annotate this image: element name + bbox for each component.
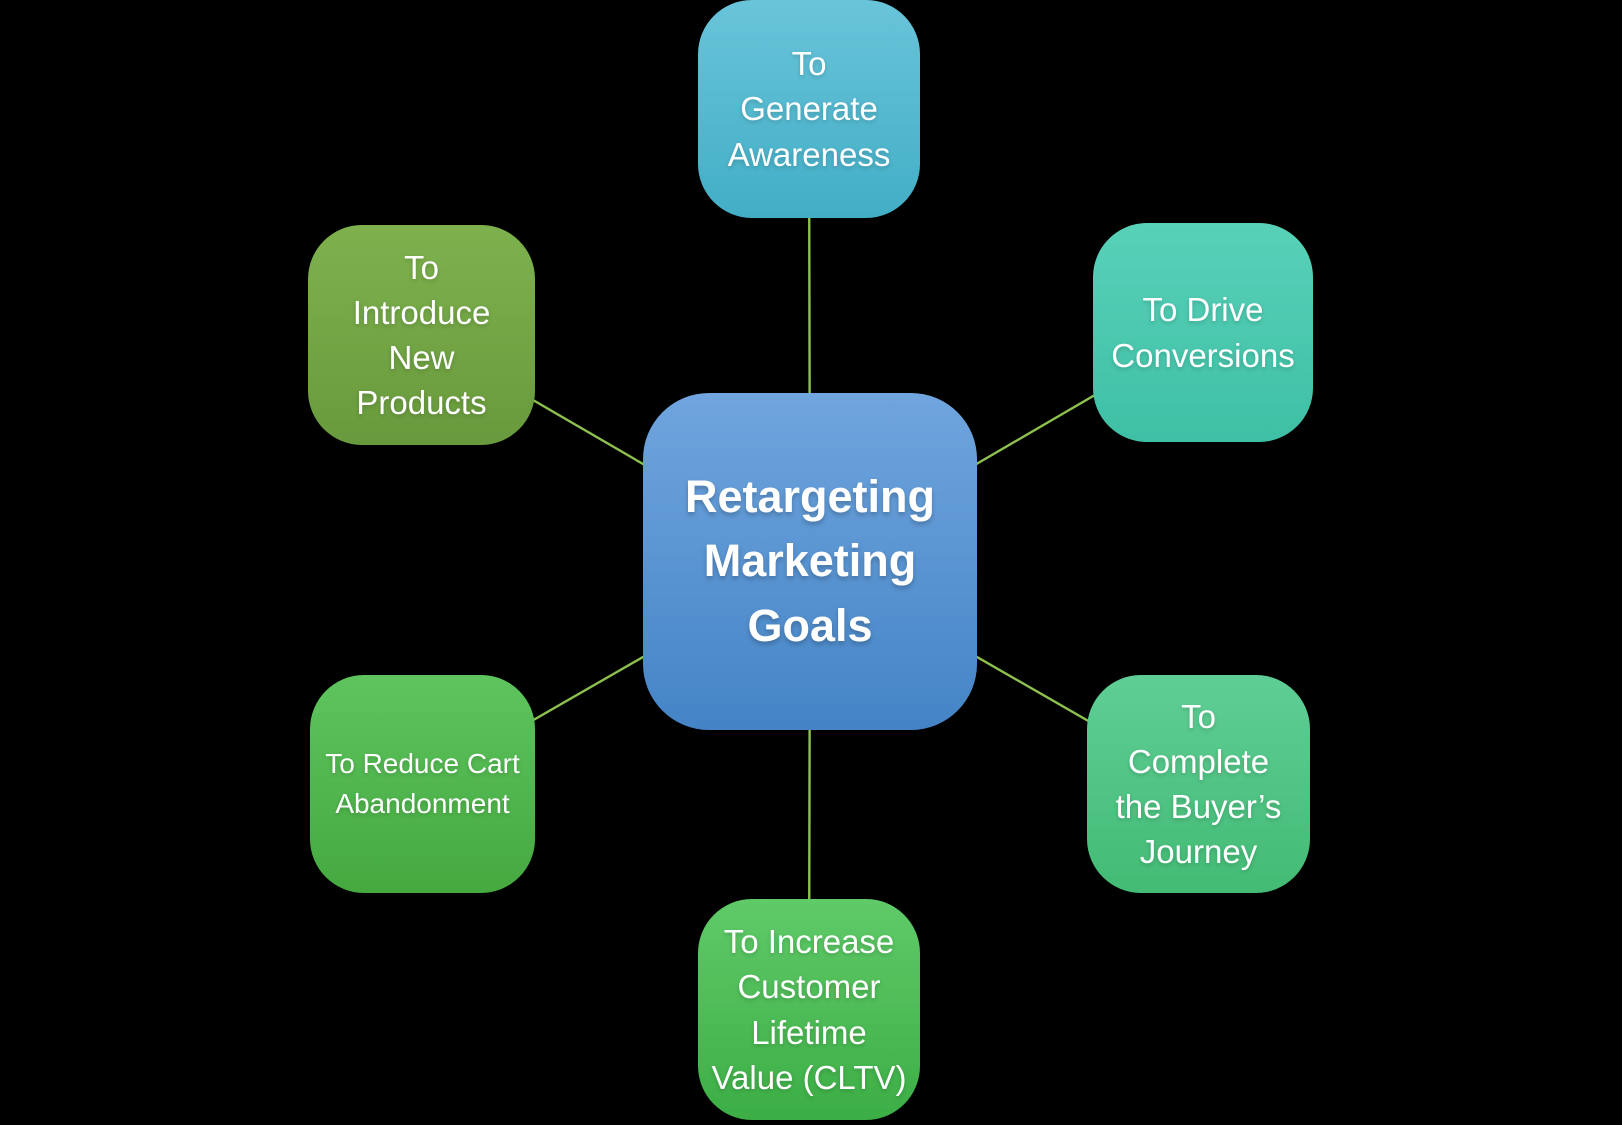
node-increase-cltv-label: To Increase Customer Lifetime Value (CLT…: [711, 923, 907, 1096]
node-introduce-new-products-label: To Introduce New Products: [352, 248, 491, 422]
node-increase-cltv: To Increase Customer Lifetime Value (CLT…: [698, 899, 920, 1120]
node-complete-buyers-journey-label: To Complete the Buyer’s Journey: [1115, 697, 1282, 871]
node-drive-conversions: To Drive Conversions: [1093, 223, 1313, 442]
node-introduce-new-products: To Introduce New Products: [308, 225, 535, 445]
node-reduce-cart-abandonment-label: To Reduce Cart Abandonment: [325, 748, 520, 819]
node-complete-buyers-journey: To Complete the Buyer’s Journey: [1087, 675, 1310, 893]
center-node-label: Retargeting Marketing Goals: [684, 470, 936, 651]
node-generate-awareness: To Generate Awareness: [698, 0, 920, 218]
node-retargeting-marketing-goals: Retargeting Marketing Goals: [643, 393, 977, 730]
node-generate-awareness-label: To Generate Awareness: [727, 45, 891, 173]
node-reduce-cart-abandonment: To Reduce Cart Abandonment: [310, 675, 535, 893]
node-drive-conversions-label: To Drive Conversions: [1111, 291, 1295, 374]
